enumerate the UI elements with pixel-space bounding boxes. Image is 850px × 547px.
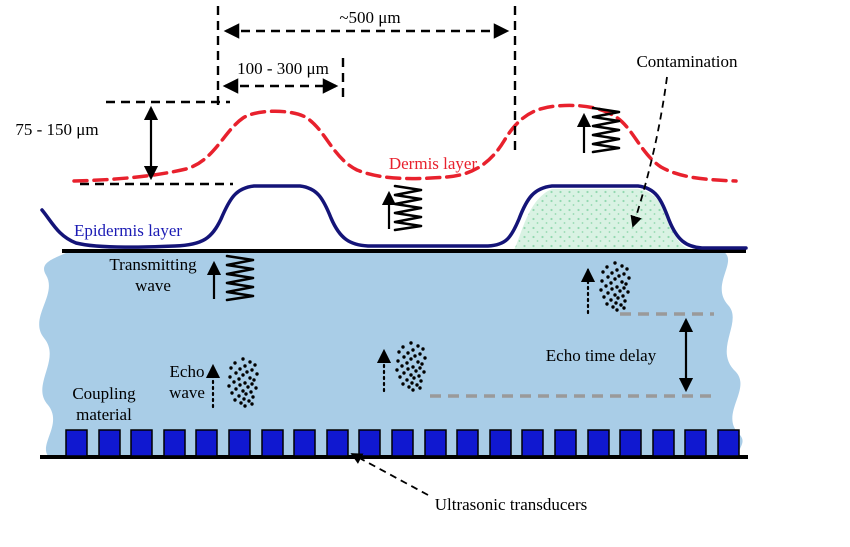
label-epidermis-layer: Epidermis layer (74, 221, 182, 240)
dermis-curve (72, 103, 738, 183)
dimension-75-150um: 75 - 150 μm (15, 100, 233, 186)
epidermis-curve (40, 184, 748, 250)
transducer (587, 429, 610, 457)
coil-ridge-wave (591, 106, 621, 154)
transducer (456, 429, 479, 457)
label-coupling-material-line2: material (76, 405, 132, 424)
transducer (521, 429, 544, 457)
transducer (65, 429, 88, 457)
label-dermis-layer: Dermis layer (389, 154, 478, 173)
label-contamination: Contamination (636, 52, 738, 71)
label-echo-wave-line1: Echo (170, 362, 205, 381)
transducer (424, 429, 447, 457)
contamination-pointer-arrow (630, 76, 668, 228)
label-dim-500um: ~500 μm (339, 8, 400, 27)
label-transmitting-wave-line2: wave (135, 276, 171, 295)
transducer (717, 429, 740, 457)
transducer (489, 429, 512, 457)
label-echo-time-delay: Echo time delay (546, 346, 657, 365)
transducer (684, 429, 707, 457)
ultrasonic-transducer-array (65, 429, 740, 457)
contamination-blob (514, 189, 691, 250)
transducer (261, 429, 284, 457)
label-ultrasonic-transducers: Ultrasonic transducers (435, 495, 587, 514)
label-transmitting-wave-line1: Transmitting (109, 255, 197, 274)
coil-valley-wave (393, 184, 423, 232)
transducers-pointer-arrow (350, 453, 429, 496)
transducer (195, 429, 218, 457)
label-coupling-material-line1: Coupling (72, 384, 136, 403)
label-dim-100-300um: 100 - 300 μm (237, 59, 329, 78)
dimension-100-300um: 100 - 300 μm (222, 58, 345, 103)
transducer (228, 429, 251, 457)
transducer (652, 429, 675, 457)
transducer (326, 429, 349, 457)
transducer (293, 429, 316, 457)
transducer (130, 429, 153, 457)
transducer (391, 429, 414, 457)
dimension-500um: ~500 μm (216, 6, 517, 152)
transducer (554, 429, 577, 457)
transducer (619, 429, 642, 457)
transducer (358, 429, 381, 457)
label-dim-75-150um: 75 - 150 μm (15, 120, 98, 139)
label-echo-wave-line2: wave (169, 383, 205, 402)
transducer (163, 429, 186, 457)
transducer (98, 429, 121, 457)
